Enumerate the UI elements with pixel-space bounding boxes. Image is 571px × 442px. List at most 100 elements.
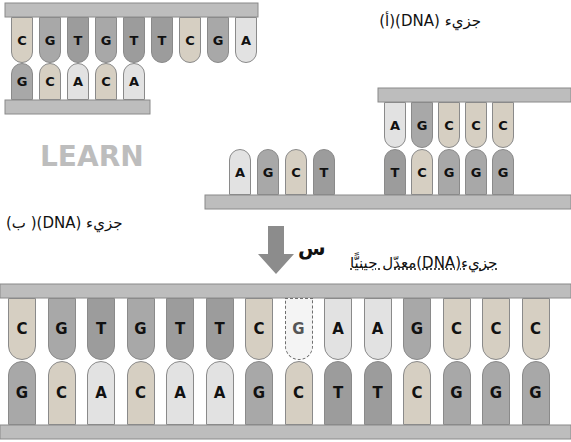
- base-letter: T: [130, 34, 139, 47]
- base-letter: C: [16, 322, 27, 337]
- nucleotide-base: C: [285, 149, 307, 195]
- base-letter: T: [372, 386, 382, 401]
- base-letter: G: [498, 166, 509, 179]
- base-letter: T: [214, 322, 224, 337]
- nucleotide-base: C: [492, 102, 514, 148]
- molecule-label: جزيء(DNA)معدّل جينيًّا: [350, 254, 497, 272]
- nucleotide-base: T: [364, 361, 392, 425]
- nucleotide-base: C: [403, 361, 431, 425]
- base-letter: C: [135, 386, 146, 401]
- base-letter: C: [291, 166, 301, 179]
- nucleotide-base: A: [123, 63, 145, 100]
- nucleotide-base: C: [465, 102, 487, 148]
- nucleotide-base: G: [95, 17, 117, 63]
- nucleotide-base: C: [39, 63, 61, 100]
- base-letter: T: [74, 34, 83, 47]
- nucleotide-base: C: [8, 298, 36, 360]
- base-letter: G: [17, 75, 28, 88]
- base-letter: C: [444, 119, 454, 132]
- nucleotide-base: T: [324, 361, 352, 425]
- base-letter: G: [529, 386, 541, 401]
- base-letter: G: [45, 34, 56, 47]
- nucleotide-base: C: [95, 63, 117, 100]
- nucleotide-base: T: [313, 149, 335, 195]
- nucleotide-base: T: [123, 17, 145, 63]
- base-letter: C: [471, 119, 481, 132]
- base-letter: C: [101, 75, 111, 88]
- nucleotide-base: T: [206, 298, 234, 360]
- nucleotide-base: G: [522, 361, 550, 425]
- base-letter: A: [235, 166, 245, 179]
- nucleotide-base: T: [384, 149, 406, 195]
- base-letter: G: [292, 322, 304, 337]
- base-letter: A: [129, 75, 139, 88]
- base-letter: C: [17, 34, 27, 47]
- base-letter: G: [263, 166, 274, 179]
- base-letter: A: [332, 322, 344, 337]
- nucleotide-base: A: [229, 149, 251, 195]
- watermark: LEARN: [40, 140, 144, 173]
- base-letter: G: [213, 34, 224, 47]
- nucleotide-base: C: [438, 102, 460, 148]
- base-letter: A: [390, 119, 400, 132]
- nucleotide-base: A: [87, 361, 115, 425]
- nucleotide-base: T: [87, 298, 115, 360]
- base-letter: G: [450, 386, 462, 401]
- nucleotide-base: G: [48, 298, 76, 360]
- nucleotide-base: G: [482, 361, 510, 425]
- nucleotide-base: C: [522, 298, 550, 360]
- base-letter: G: [134, 322, 146, 337]
- base-letter: C: [56, 386, 67, 401]
- base-letter: G: [101, 34, 112, 47]
- nucleotide-base: C: [411, 149, 433, 195]
- base-letter: A: [241, 34, 251, 47]
- base-letter: C: [498, 119, 508, 132]
- molecule-label: جزيء (DNA)( ب): [6, 214, 122, 232]
- nucleotide-base: C: [48, 361, 76, 425]
- sugar-phosphate-backbone: [205, 195, 571, 209]
- nucleotide-base: G: [39, 17, 61, 63]
- nucleotide-base: A: [364, 298, 392, 360]
- base-letter: G: [444, 166, 455, 179]
- base-letter: G: [55, 322, 67, 337]
- nucleotide-base: C: [127, 361, 155, 425]
- enzyme-label: س: [298, 236, 326, 260]
- base-letter: T: [175, 322, 185, 337]
- nucleotide-base: C: [285, 361, 313, 425]
- base-letter: T: [158, 34, 167, 47]
- nucleotide-base: T: [151, 17, 173, 63]
- nucleotide-base: A: [166, 361, 194, 425]
- base-letter: G: [411, 322, 423, 337]
- nucleotide-base: G: [127, 298, 155, 360]
- nucleotide-base: G: [411, 102, 433, 148]
- nucleotide-base: G: [438, 149, 460, 195]
- base-letter: C: [411, 386, 422, 401]
- nucleotide-base: A: [324, 298, 352, 360]
- nucleotide-base: G: [403, 298, 431, 360]
- nucleotide-base: C: [179, 17, 201, 63]
- base-letter: G: [471, 166, 482, 179]
- sugar-phosphate-backbone: [378, 88, 571, 102]
- nucleotide-base: A: [67, 63, 89, 100]
- base-letter: A: [174, 386, 186, 401]
- nucleotide-base: G: [11, 63, 33, 100]
- base-letter: A: [372, 322, 384, 337]
- base-letter: G: [417, 119, 428, 132]
- nucleotide-base: G: [465, 149, 487, 195]
- base-letter: T: [96, 322, 106, 337]
- down-arrow: [258, 226, 294, 274]
- nucleotide-base: C: [245, 298, 273, 360]
- base-letter: T: [320, 166, 329, 179]
- base-letter: C: [490, 322, 501, 337]
- base-letter: C: [451, 322, 462, 337]
- base-letter: C: [530, 322, 541, 337]
- nucleotide-base: G: [8, 361, 36, 425]
- nucleotide-base: G: [492, 149, 514, 195]
- base-letter: C: [185, 34, 195, 47]
- base-letter: C: [417, 166, 427, 179]
- nucleotide-base: C: [11, 17, 33, 63]
- base-letter: C: [293, 386, 304, 401]
- base-letter: G: [16, 386, 28, 401]
- nucleotide-base: T: [166, 298, 194, 360]
